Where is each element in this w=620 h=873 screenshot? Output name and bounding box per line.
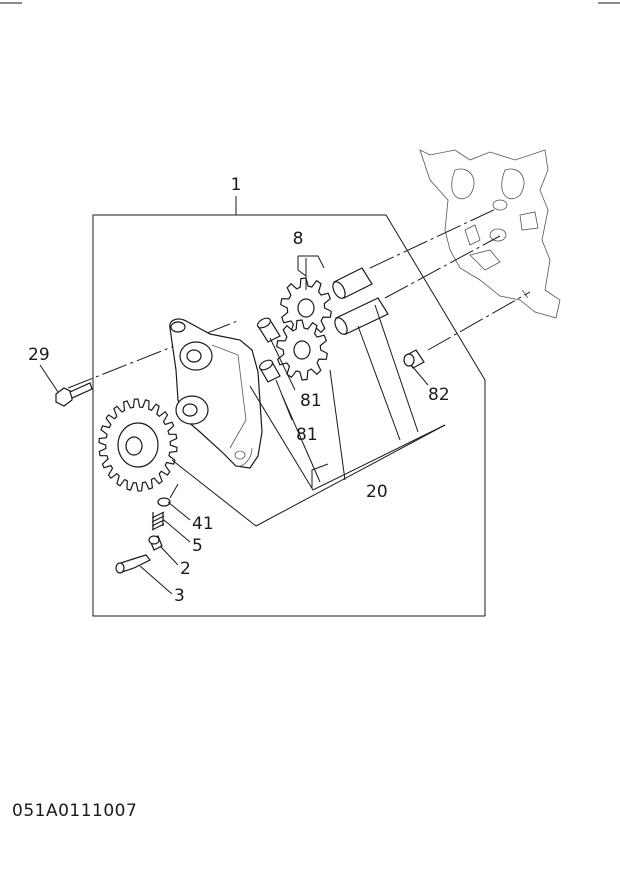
gear-set-8 [276, 277, 332, 381]
shaft-lower [334, 297, 389, 335]
label-41: 41 [192, 514, 214, 534]
label-1: 1 [231, 175, 242, 195]
bushing-82 [403, 349, 425, 369]
engine-block [419, 149, 561, 319]
label-81-upper: 81 [300, 391, 322, 411]
label-20: 20 [366, 482, 388, 502]
centerline-bolt [67, 319, 241, 389]
label-5: 5 [192, 536, 203, 556]
assembly-frame [92, 214, 486, 617]
pin-81-upper [256, 317, 281, 343]
drive-gear [98, 398, 178, 492]
plug-3 [115, 554, 151, 574]
bolt-29 [55, 382, 93, 407]
valve-2 [148, 535, 163, 551]
centerline-lower [427, 291, 531, 351]
label-29: 29 [28, 345, 50, 365]
label-82: 82 [428, 385, 450, 405]
centerline-middle [384, 235, 501, 299]
spring-5 [151, 511, 165, 531]
centerline-upper [369, 207, 499, 269]
pump-housing [169, 318, 263, 469]
o-ring-41 [157, 497, 171, 507]
drawing-code: 051A0111007 [12, 801, 137, 821]
leader-lines [39, 255, 446, 595]
label-8: 8 [293, 229, 304, 249]
pin-81-lower [258, 359, 281, 383]
label-81-lower: 81 [296, 425, 318, 445]
shaft-upper [332, 267, 373, 299]
label-3: 3 [174, 586, 185, 606]
label-2: 2 [180, 559, 191, 579]
